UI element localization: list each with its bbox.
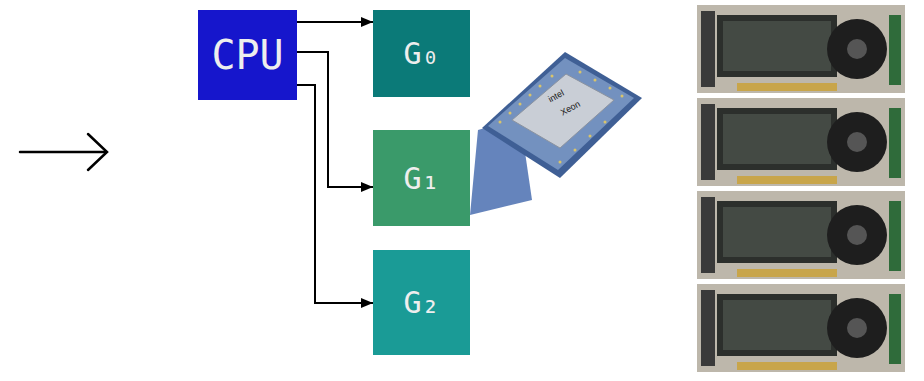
gpu-cards <box>697 5 905 372</box>
chip-photo <box>470 52 642 215</box>
box-label: G₀ <box>403 36 439 71</box>
lead-arrow <box>20 134 107 170</box>
box-label: G₁ <box>403 161 439 196</box>
box-label: G₂ <box>403 285 439 320</box>
gpu-box: G₂ <box>373 250 470 355</box>
gpu-box: G₀ <box>373 10 470 97</box>
gpu-box: G₁ <box>373 130 470 226</box>
cpu-box: CPU <box>198 10 297 100</box>
connector-arrow <box>297 85 373 303</box>
box-label: CPU <box>211 32 283 78</box>
connector-arrow <box>297 21 373 23</box>
connector-arrow <box>297 52 373 187</box>
